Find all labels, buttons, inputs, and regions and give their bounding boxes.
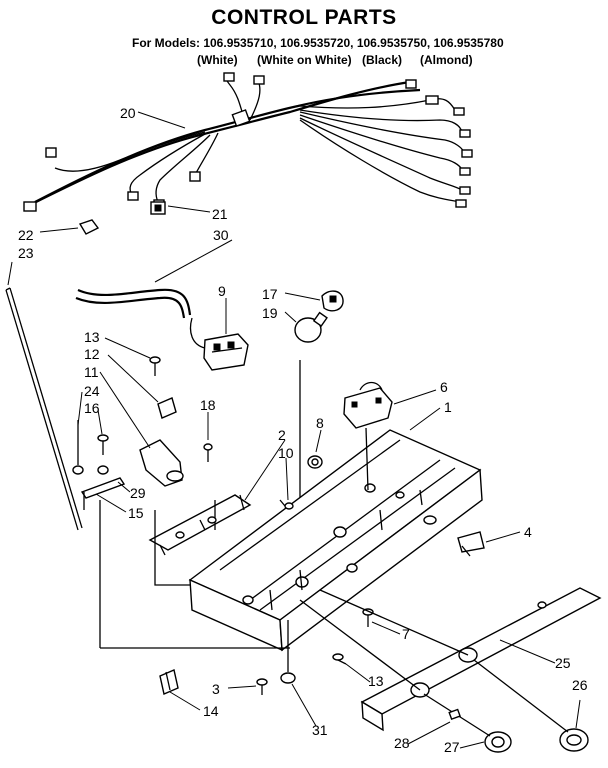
part-3-screw (256, 678, 268, 695)
callout-13: 13 (84, 329, 100, 345)
part-29-lever (80, 465, 126, 510)
callout-3: 3 (212, 681, 220, 697)
models-line: For Models: 106.9535710, 106.9535720, 10… (132, 36, 504, 50)
part-11-switch (139, 439, 184, 487)
callout-11: 11 (84, 364, 99, 380)
part-10-screw (279, 499, 294, 510)
color-label-black: (Black) (362, 53, 403, 67)
callout-8: 8 (316, 415, 324, 431)
part-13b-screw (332, 653, 347, 665)
callout-18: 18 (200, 397, 216, 413)
callout-26: 26 (572, 677, 588, 693)
part-16-screw (97, 434, 109, 455)
callout-14: 14 (203, 703, 219, 719)
callout-19: 19 (262, 305, 278, 321)
part-1-control-housing (188, 429, 483, 652)
callout-2: 2 (278, 427, 286, 443)
part-30-tube (75, 288, 192, 319)
callout-1: 1 (444, 399, 452, 415)
callout-16: 16 (84, 400, 100, 416)
part-6-control (343, 381, 393, 491)
callout-29: 29 (130, 485, 146, 501)
callout-13b: 13 (368, 673, 384, 689)
callout-17: 17 (262, 286, 278, 302)
callout-31: 31 (312, 722, 328, 738)
callout-22: 22 (18, 227, 34, 243)
callout-6: 6 (440, 379, 448, 395)
part-25-control-panel (299, 587, 602, 732)
part-8-grommet (307, 455, 323, 469)
callout-25: 25 (555, 655, 571, 671)
part-2-bracket (148, 494, 252, 556)
callout-15: 15 (128, 505, 144, 521)
callout-27: 27 (444, 739, 460, 755)
callout-24: 24 (84, 383, 100, 399)
callout-labels: 20 21 22 23 30 9 17 19 13 12 11 24 16 18… (18, 105, 588, 755)
part-22-bracket (78, 219, 100, 235)
callout-30: 30 (213, 227, 229, 243)
part-12-mount (157, 397, 177, 419)
color-label-white-on-white: (White on White) (257, 53, 352, 67)
part-18-screw (203, 443, 213, 462)
color-label-white: (White) (197, 53, 238, 67)
callout-4: 4 (524, 524, 532, 540)
part-14-clip (159, 669, 179, 695)
part-24-washer (72, 420, 84, 475)
part-19-bulb (294, 311, 328, 343)
part-31-foot (280, 620, 296, 684)
color-label-almond: (Almond) (420, 53, 473, 67)
callout-23: 23 (18, 245, 34, 261)
part-26-knob (473, 659, 589, 752)
callout-28: 28 (394, 735, 410, 751)
callout-10: 10 (278, 445, 294, 461)
part-27-knob (423, 693, 512, 753)
callout-20: 20 (120, 105, 136, 121)
part-23-rod (5, 287, 83, 531)
part-4-clip (457, 531, 485, 557)
callout-21: 21 (212, 206, 228, 222)
part-21-clip (150, 201, 166, 215)
part-17-socket (321, 290, 344, 312)
wire-harness (23, 72, 473, 212)
callout-7: 7 (402, 626, 410, 642)
part-28-insert (448, 708, 461, 721)
leader-lines (7, 111, 581, 749)
part-9-thermostat (189, 317, 249, 371)
page-title: CONTROL PARTS (211, 6, 397, 29)
callout-12: 12 (84, 346, 100, 362)
guide-line-inner (154, 510, 190, 586)
callout-9: 9 (218, 283, 226, 299)
part-13-screw (149, 356, 161, 376)
